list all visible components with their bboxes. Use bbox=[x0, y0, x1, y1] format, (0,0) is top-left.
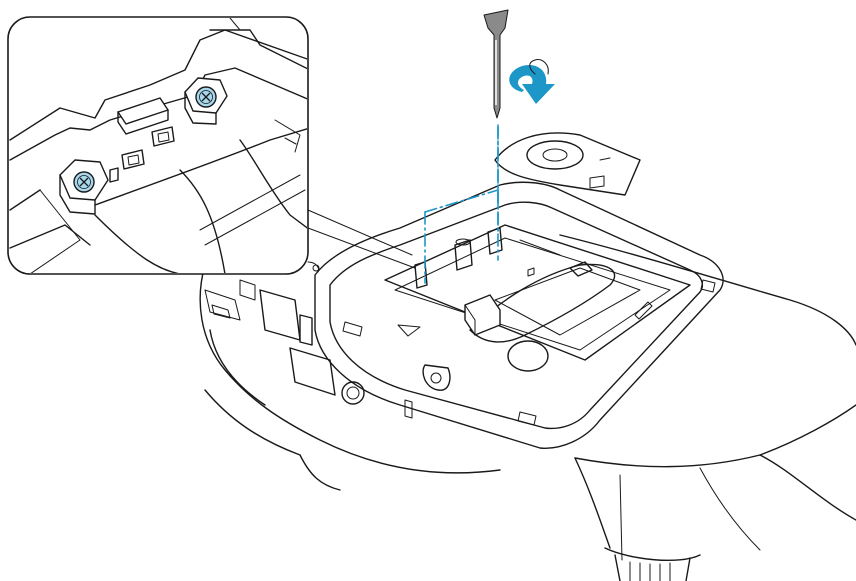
lamp-unit bbox=[384, 224, 691, 361]
screw-icon bbox=[73, 171, 95, 193]
control-panel bbox=[494, 132, 641, 196]
screwdriver-icon bbox=[483, 9, 509, 119]
magnified-screw-view bbox=[7, 16, 309, 275]
screw-icon bbox=[195, 86, 217, 108]
counterclockwise-arrow-icon bbox=[509, 59, 555, 104]
inset-leader-lines bbox=[307, 209, 416, 269]
projector-body bbox=[199, 234, 856, 581]
lamp-compartment-frame bbox=[314, 181, 724, 449]
screw-guide-lines bbox=[424, 124, 499, 284]
